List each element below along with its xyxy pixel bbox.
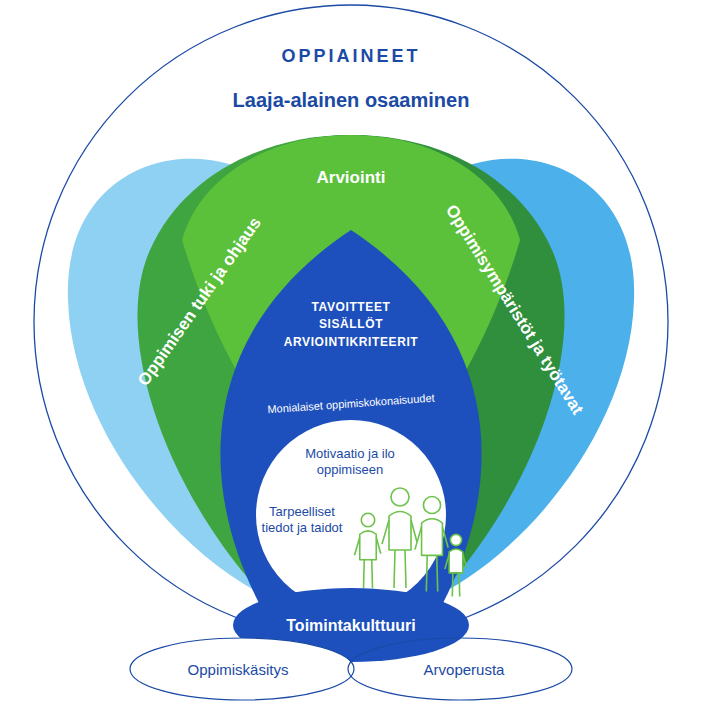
shape-label: TAVOITTEET SISÄLLÖT ARVIOINTIKRITEERIT	[284, 299, 419, 351]
learning-concept-ellipse: Oppimiskäsitys	[128, 636, 356, 702]
shape-label: Arviointi	[317, 168, 386, 188]
shape-label: Arvoperusta	[424, 661, 505, 679]
core-arch: TAVOITTEET SISÄLLÖT ARVIOINTIKRITEERIT Mo…	[205, 225, 497, 607]
shape-sublabel: Laaja-alainen osaaminen	[233, 88, 470, 112]
shape-sublabel: Tarpeelliset tiedot ja taidot	[260, 504, 344, 535]
shape-label: OPPIAINEET	[281, 46, 420, 68]
shape-label: Toimintakulttuuri	[286, 616, 415, 635]
shape-label: Motivaatio ja ilo oppimiseen	[290, 446, 410, 477]
value-base-ellipse: Arvoperusta	[346, 636, 574, 702]
subjects-circle: OPPIAINEETLaaja-alainen osaaminenOppimis…	[33, 4, 669, 640]
shape-label: Oppimiskäsitys	[188, 661, 289, 679]
learner-circle: Motivaatio ja ilo oppimiseenTarpeelliset…	[254, 418, 448, 612]
